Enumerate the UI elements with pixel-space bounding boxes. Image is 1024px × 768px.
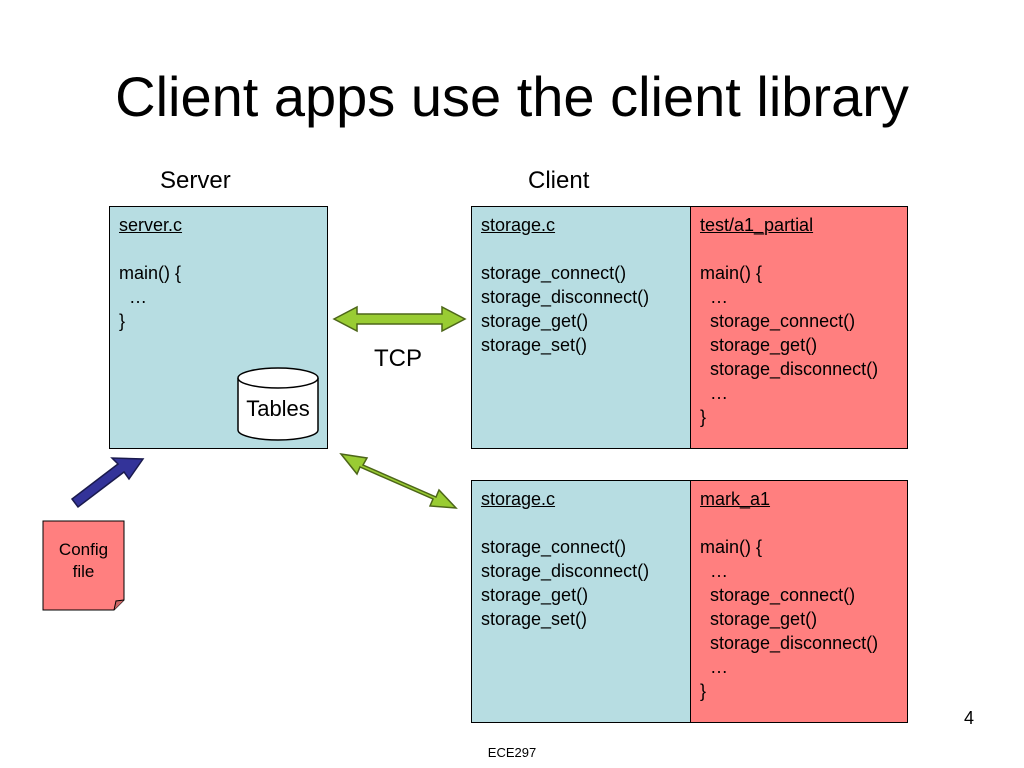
code-line: … [700, 383, 729, 403]
code-line: storage_disconnect() [481, 287, 650, 307]
config-file-icon [42, 520, 125, 611]
code-line: storage_get() [700, 335, 818, 355]
code-line: … [700, 287, 729, 307]
client1-app-box: test/a1_partial main() { … storage_conne… [690, 206, 908, 449]
code-line: storage_disconnect() [700, 359, 879, 379]
config-file-line: file [72, 562, 95, 581]
code-line: … [700, 561, 729, 581]
code-line: storage_disconnect() [700, 633, 879, 653]
database-icon [237, 367, 319, 441]
code-line: storage_set() [481, 335, 588, 355]
code-line: } [700, 407, 707, 427]
code-line: storage_disconnect() [481, 561, 650, 581]
config-arrow [70, 457, 145, 509]
server-label: Server [160, 167, 231, 194]
code-line: main() { [700, 263, 763, 283]
app-file-name: test/a1_partial [700, 215, 814, 235]
server-file-name: server.c [119, 215, 183, 235]
code-line: storage_get() [700, 609, 818, 629]
config-file-label: Config file [43, 539, 124, 583]
code-line: } [700, 681, 707, 701]
tables-label: Tables [246, 396, 310, 421]
library-file-name: storage.c [481, 489, 556, 509]
tcp-label: TCP [374, 345, 422, 372]
code-line: main() { [119, 263, 182, 283]
tcp-arrow-diagonal [339, 452, 458, 509]
code-line: storage_connect() [700, 585, 856, 605]
code-line: storage_get() [481, 585, 589, 605]
page-number: 4 [963, 708, 974, 728]
slide-title: Client apps use the client library [115, 65, 909, 128]
code-line: storage_connect() [700, 311, 856, 331]
footer: ECE297 [487, 745, 537, 760]
client1-library-box: storage.c storage_connect() storage_disc… [471, 206, 691, 449]
code-line: storage_set() [481, 609, 588, 629]
client2-app-box: mark_a1 main() { … storage_connect() sto… [690, 480, 908, 723]
code-line: storage_get() [481, 311, 589, 331]
code-line: storage_connect() [481, 537, 627, 557]
app-file-name: mark_a1 [700, 489, 771, 509]
code-line: … [700, 657, 729, 677]
config-file-line: Config [58, 540, 109, 559]
library-file-name: storage.c [481, 215, 556, 235]
tcp-arrow-horizontal [332, 305, 467, 333]
code-line: … [119, 287, 148, 307]
code-line: main() { [700, 537, 763, 557]
code-line: } [119, 311, 126, 331]
client2-library-box: storage.c storage_connect() storage_disc… [471, 480, 691, 723]
client-label: Client [528, 167, 590, 194]
code-line: storage_connect() [481, 263, 627, 283]
